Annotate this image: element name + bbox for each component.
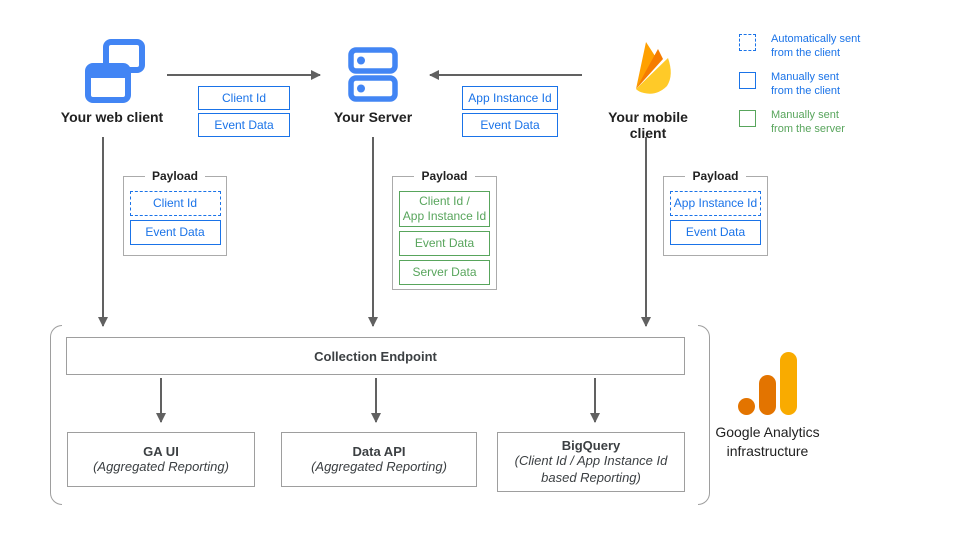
data-api-box: Data API (Aggregated Reporting) xyxy=(281,432,477,487)
ga-logo-mid-bar xyxy=(759,375,776,415)
bigquery-box: BigQuery (Client Id / App Instance Id ba… xyxy=(497,432,685,492)
payload-server-event-data: Event Data xyxy=(399,231,490,256)
web-client-label: Your web client xyxy=(60,109,164,125)
flow-param-event-data-2: Event Data xyxy=(462,113,558,137)
ga-brand-line2: infrastructure xyxy=(726,442,809,459)
ga-logo-dot xyxy=(738,398,755,415)
flow-param-app-instance-id: App Instance Id xyxy=(462,86,558,110)
ga-infrastructure-label: Google Analytics infrastructure xyxy=(700,423,835,461)
bigquery-subtitle: (Client Id / App Instance Id based Repor… xyxy=(514,453,668,485)
right-bracket xyxy=(698,325,710,505)
legend-label: Automatically sent from the client xyxy=(771,33,861,60)
server-label: Your Server xyxy=(333,109,413,125)
payload-server-server-data: Server Data xyxy=(399,260,490,285)
legend-item-manual-client: Manually sent from the client xyxy=(739,70,840,99)
web-client-icon xyxy=(85,39,145,103)
payload-web-client-id: Client Id xyxy=(129,191,221,216)
flow-param-event-data: Event Data xyxy=(198,113,290,137)
payload-title: Payload xyxy=(692,169,739,183)
mobile-client-label: Your mobile client xyxy=(608,109,688,141)
ga-ui-title: GA UI xyxy=(143,443,179,459)
bigquery-title: BigQuery xyxy=(561,438,621,454)
payload-mobile-event-data: Event Data xyxy=(670,220,761,245)
payload-title: Payload xyxy=(421,169,468,183)
collection-endpoint-box: Collection Endpoint xyxy=(66,337,685,375)
ga-ui-box: GA UI (Aggregated Reporting) xyxy=(67,432,255,487)
ga-ui-subtitle: (Aggregated Reporting) xyxy=(93,458,229,474)
left-bracket xyxy=(50,325,62,505)
legend-item-auto-client: Automatically sent from the client xyxy=(739,32,860,61)
payload-mobile-app-instance-id: App Instance Id xyxy=(670,191,761,216)
payload-mobile: Payload App Instance Id Event Data xyxy=(663,169,768,256)
payload-title: Payload xyxy=(151,169,199,183)
ga-brand-line1: Google Analytics xyxy=(715,424,820,440)
payload-web: Payload Client Id Event Data xyxy=(123,169,227,256)
server-icon xyxy=(348,47,398,102)
flow-param-client-id: Client Id xyxy=(198,86,290,110)
payload-web-event-data: Event Data xyxy=(129,220,221,245)
payload-server: Payload Client Id / App Instance Id Even… xyxy=(392,169,497,290)
solid-green-swatch-icon xyxy=(739,110,756,127)
solid-blue-swatch-icon xyxy=(739,72,756,89)
data-api-title: Data API xyxy=(352,443,406,459)
legend-item-manual-server: Manually sent from the server xyxy=(739,108,845,137)
google-analytics-logo-icon xyxy=(738,352,797,415)
ga-logo-tall-bar xyxy=(780,352,797,415)
firebase-icon xyxy=(636,42,671,94)
payload-server-ids: Client Id / App Instance Id xyxy=(399,191,490,227)
legend-label: Manually sent from the client xyxy=(771,71,841,98)
dashed-blue-swatch-icon xyxy=(739,34,756,51)
legend-label: Manually sent from the server xyxy=(771,109,845,136)
data-api-subtitle: (Aggregated Reporting) xyxy=(311,458,447,474)
